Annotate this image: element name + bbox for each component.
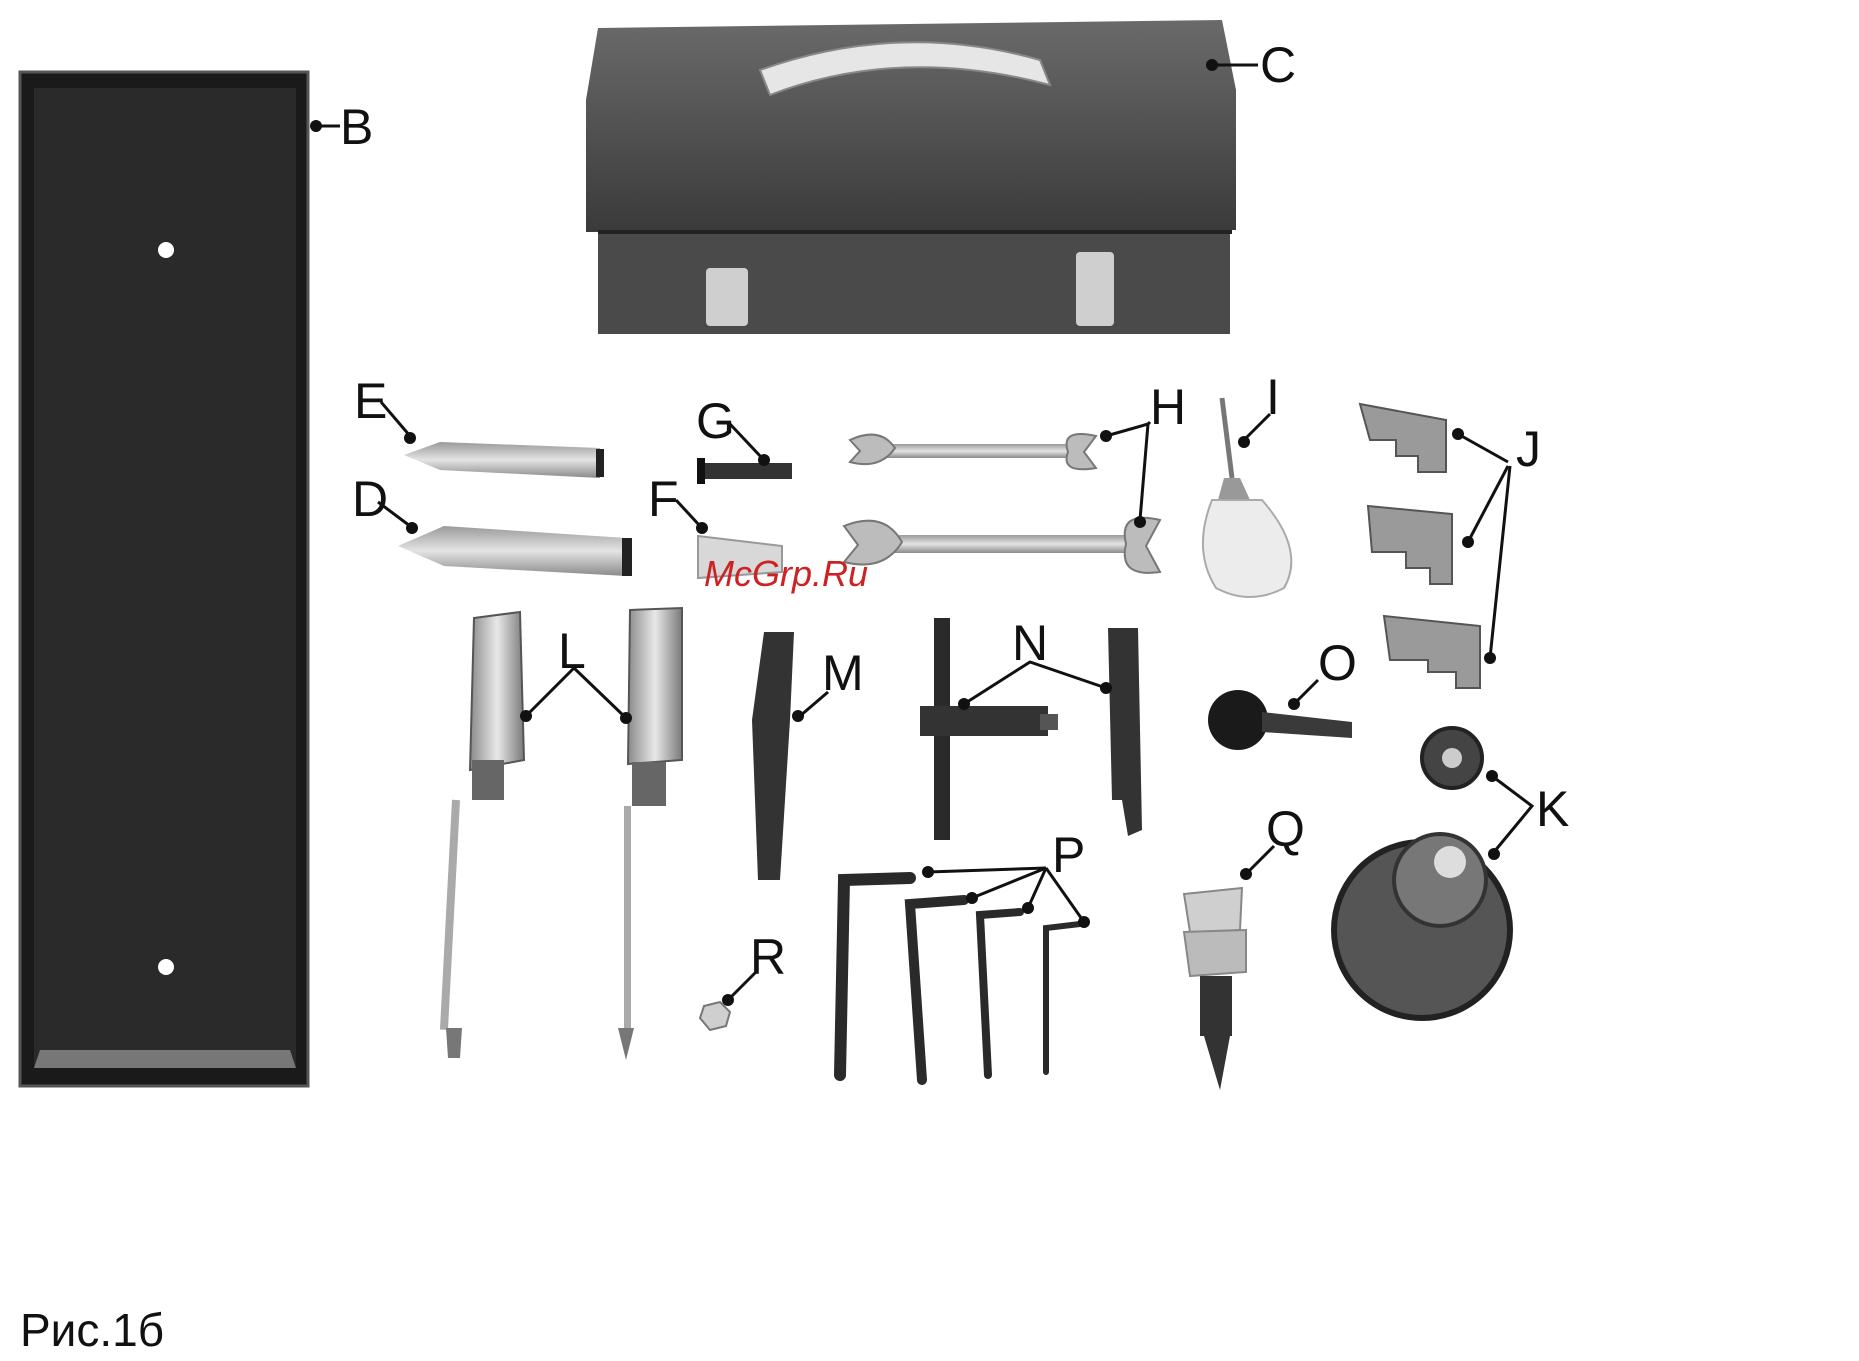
jaw-3 [1384,616,1480,688]
tray-hole-top [158,242,174,258]
label-i: I [1266,369,1280,425]
label-m: M [822,645,864,701]
hex-key-2 [910,900,964,1080]
open-end-wrench-small [850,434,1096,469]
phillips-screwdriver [618,608,682,1060]
pin [697,458,792,484]
label-d: D [352,471,388,527]
ball-handle [1208,690,1352,750]
chuck-key-straight [1108,628,1142,836]
oil-can [1203,398,1291,597]
dead-center-large [398,526,632,576]
label-p: P [1052,827,1085,883]
label-e: E [354,373,387,429]
hex-key-1 [840,878,910,1075]
dead-center-small [404,442,604,478]
extension-rod [752,632,794,880]
change-gears [1334,728,1510,1018]
label-o: O [1318,635,1357,691]
label-l: L [558,623,586,679]
figure-caption: Рис.1б [20,1304,164,1356]
jaw-1 [1360,404,1446,472]
label-n: N [1012,615,1048,671]
label-k: K [1536,781,1569,837]
live-center [1184,888,1246,1090]
chuck-jaws [1360,404,1480,688]
open-end-wrench-large [844,518,1160,573]
hex-nut [700,1002,730,1030]
label-j: J [1516,421,1541,477]
label-b: B [340,99,373,155]
jaw-2 [1368,506,1452,584]
label-q: Q [1266,801,1305,857]
label-h: H [1150,379,1186,435]
tool-box [586,20,1236,334]
hex-keys [840,878,1080,1080]
tray-hole-bottom [158,959,174,975]
label-c: C [1260,37,1296,93]
label-f: F [648,471,679,527]
flat-screwdriver [440,612,524,1058]
box-latch-left [706,268,748,326]
label-r: R [750,929,786,985]
watermark-text: McGrp.Ru [704,553,868,594]
hex-key-4 [1046,924,1080,1072]
label-g: G [696,393,735,449]
box-latch-right [1076,252,1114,326]
hex-key-3 [980,912,1020,1075]
chip-tray [20,72,308,1086]
